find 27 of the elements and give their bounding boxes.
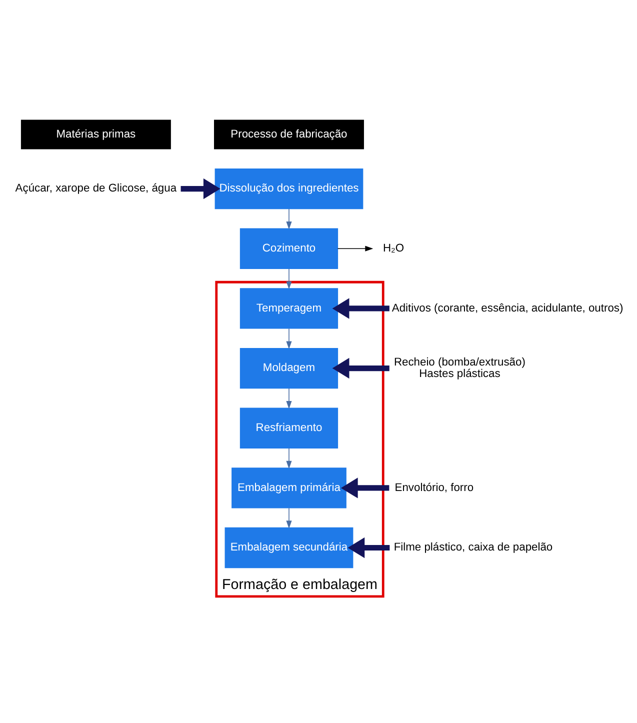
node-box: Resfriamento xyxy=(240,408,338,448)
node-text: Filme plástico, caixa de papelão xyxy=(394,542,553,554)
node-text: Envoltório, forro xyxy=(394,482,474,494)
arrow xyxy=(286,208,292,230)
arrow xyxy=(348,537,390,558)
arrow xyxy=(340,478,390,498)
node-box: Moldagem xyxy=(240,348,338,389)
node-text: Aditivos (corante, essência, acidulante, outros) xyxy=(392,302,624,314)
arrow xyxy=(337,246,374,252)
arrow xyxy=(180,178,220,200)
arrow xyxy=(286,328,292,350)
arrow xyxy=(286,448,292,469)
node-text: Açúcar, xarope de Glicose, água xyxy=(15,182,177,195)
node-box: Embalagem secundária xyxy=(224,527,354,568)
arrow xyxy=(286,388,292,410)
node-text: Recheio (bomba/extrusão) Hastes plásticas xyxy=(394,356,526,380)
node-box: Temperagem xyxy=(240,288,338,329)
node-box: Dissolução dos ingredientes xyxy=(214,168,364,210)
node-box: Processo de fabricação xyxy=(214,120,364,150)
arrow xyxy=(286,268,292,290)
node-box: Matérias primas xyxy=(20,120,171,150)
node-text: H₂O xyxy=(382,242,404,255)
arrow xyxy=(286,508,292,529)
node-box: Cozimento xyxy=(240,228,338,269)
arrow xyxy=(332,298,390,319)
arrow xyxy=(332,358,390,379)
node-box: Embalagem primária xyxy=(232,468,346,508)
